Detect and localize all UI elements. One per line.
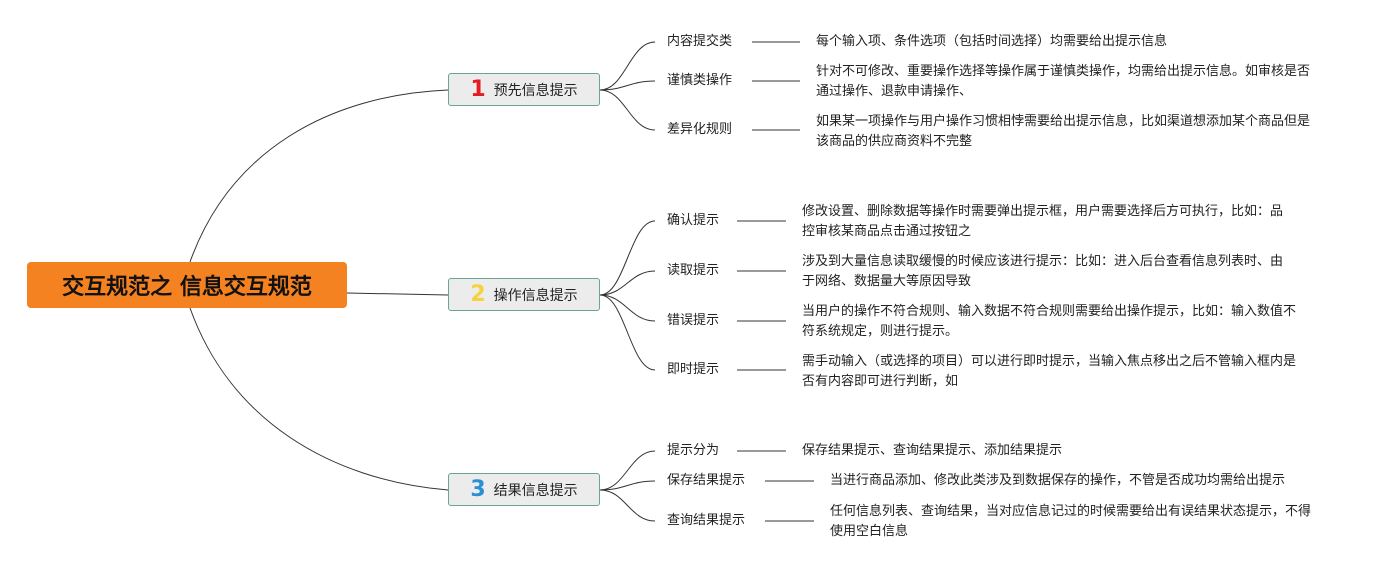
leaf-description: 当进行商品添加、修改此类涉及到数据保存的操作，不管是否成功均需给出提示 xyxy=(830,473,1286,488)
leaf-node[interactable]: 内容提交类 xyxy=(667,34,733,49)
leaf-description: 当用户的操作不符合规则、输入数据不符合规则需要给出操作提示，比如：输入数值不符系… xyxy=(802,304,1297,339)
leaf-description: 针对不可修改、重要操作选择等操作属于谨慎类操作，均需给出提示信息。如审核是否通过… xyxy=(816,64,1311,99)
branch-number-3: 3 xyxy=(470,476,486,502)
connector-b3-c3 xyxy=(599,489,656,522)
connector-root-b3 xyxy=(189,307,449,491)
connector-b3-c2 xyxy=(599,480,656,491)
leaf-description: 保存结果提示、查询结果提示、添加结果提示 xyxy=(802,443,1063,458)
leaf-node[interactable]: 错误提示 xyxy=(667,313,720,328)
leaf-node[interactable]: 读取提示 xyxy=(667,263,720,278)
leaf-description: 任何信息列表、查询结果，当对应信息记过的时候需要给出有误结果状态提示，不得使用空… xyxy=(830,504,1312,539)
leaf-description: 如果某一项操作与用户操作习惯相悖需要给出提示信息，比如渠道想添加某个商品但是该商… xyxy=(816,114,1311,149)
leaf-description: 需手动输入（或选择的项目）可以进行即时提示，当输入焦点移出之后不管输入框内是否有… xyxy=(802,354,1297,389)
connector-b1-c2 xyxy=(599,80,656,91)
leaf-node[interactable]: 提示分为 xyxy=(667,443,720,458)
branch-node-3[interactable]: 3 结果信息提示 xyxy=(448,473,600,506)
branch-label-1: 预先信息提示 xyxy=(493,82,578,99)
branch-label-2: 操作信息提示 xyxy=(493,287,578,304)
root-title: 交互规范之 信息交互规范 xyxy=(62,275,312,300)
root-node[interactable]: 交互规范之 信息交互规范 xyxy=(27,262,347,308)
leaf-node[interactable]: 即时提示 xyxy=(667,362,720,377)
leaf-node[interactable]: 确认提示 xyxy=(667,213,720,228)
leaf-description: 涉及到大量信息读取缓慢的时候应该进行提示：比如：进入后台查看信息列表时、由于网络… xyxy=(802,254,1284,289)
branch-node-1[interactable]: 1 预先信息提示 xyxy=(448,73,600,106)
branch-node-2[interactable]: 2 操作信息提示 xyxy=(448,278,600,311)
connector-b1-c1 xyxy=(599,41,656,91)
leaf-node[interactable]: 差异化规则 xyxy=(667,122,733,137)
connector-b2-c4 xyxy=(599,294,656,371)
connector-root-b2 xyxy=(346,292,449,296)
leaf-description: 修改设置、删除数据等操作时需要弹出提示框，用户需要选择后方可执行，比如：品控审核… xyxy=(802,204,1284,239)
leaf-node[interactable]: 查询结果提示 xyxy=(667,513,746,528)
connector-b2-c3 xyxy=(599,294,656,322)
branch-number-1: 1 xyxy=(470,76,486,102)
branch-label-3: 结果信息提示 xyxy=(493,482,578,499)
connector-b3-c1 xyxy=(599,450,656,491)
connector-b2-c1 xyxy=(599,220,656,296)
connector-b2-c2 xyxy=(599,270,656,296)
connector-b1-c3 xyxy=(599,89,656,131)
leaf-description: 每个输入项、条件选项（包括时间选择）均需要给出提示信息 xyxy=(816,34,1168,49)
branch-number-2: 2 xyxy=(470,281,486,307)
leaf-node[interactable]: 保存结果提示 xyxy=(667,473,746,488)
connector-root-b1 xyxy=(189,89,449,263)
leaf-node[interactable]: 谨慎类操作 xyxy=(667,73,733,88)
